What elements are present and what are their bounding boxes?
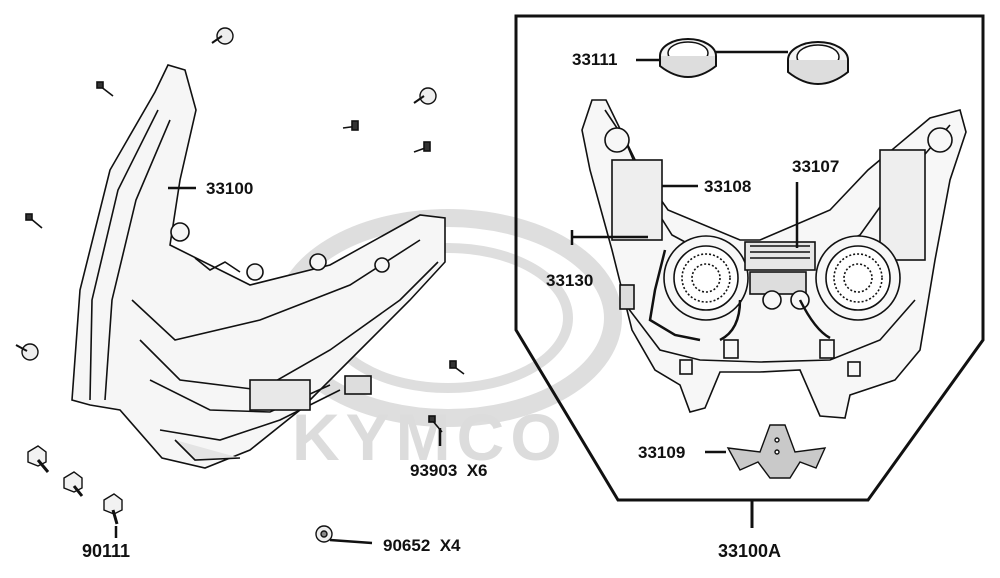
headlight-left-assembly — [71, 64, 446, 469]
screw-icon-3 — [413, 141, 431, 153]
screw-icon-5 — [449, 360, 465, 375]
label-90652: 90652 X4 — [383, 536, 461, 555]
label-33109: 33109 — [638, 443, 686, 462]
label-33130: 33130 — [546, 271, 594, 290]
leader-90652 — [329, 538, 373, 545]
bolt-icon-3 — [103, 493, 123, 525]
label-33100: 33100 — [206, 179, 254, 198]
label-93903: 93903 X6 — [410, 461, 488, 480]
clip-nut-icons — [15, 27, 437, 543]
label-33100A: 33100A — [718, 541, 782, 561]
clip-nut-icon-3 — [15, 343, 39, 361]
headlight-housing-detail — [581, 99, 967, 419]
assembly-frame — [514, 14, 985, 502]
screw-icon-4 — [25, 213, 43, 229]
leader-33130 — [570, 230, 648, 245]
clip-nut-icon-1 — [211, 27, 234, 45]
bolt-icons — [27, 445, 123, 525]
screw-icon-1 — [96, 81, 114, 97]
label-33107: 33107 — [792, 157, 840, 176]
label-33111: 33111 — [572, 50, 618, 69]
clip-nut-icon-2 — [413, 87, 437, 105]
label-33108: 33108 — [704, 177, 752, 196]
bolt-icon-1 — [27, 445, 50, 473]
bracket-33109 — [726, 424, 827, 479]
label-90111: 90111 — [82, 541, 131, 561]
bolt-icon-2 — [63, 471, 84, 497]
watermark-text: KYMCO — [292, 400, 568, 474]
clip-nut-icon-4 — [315, 525, 333, 543]
seal-ring-right — [787, 41, 849, 85]
seal-ring-left — [659, 38, 717, 78]
screw-icon-2 — [342, 120, 359, 131]
kymco-watermark: KYMCO — [274, 209, 622, 474]
